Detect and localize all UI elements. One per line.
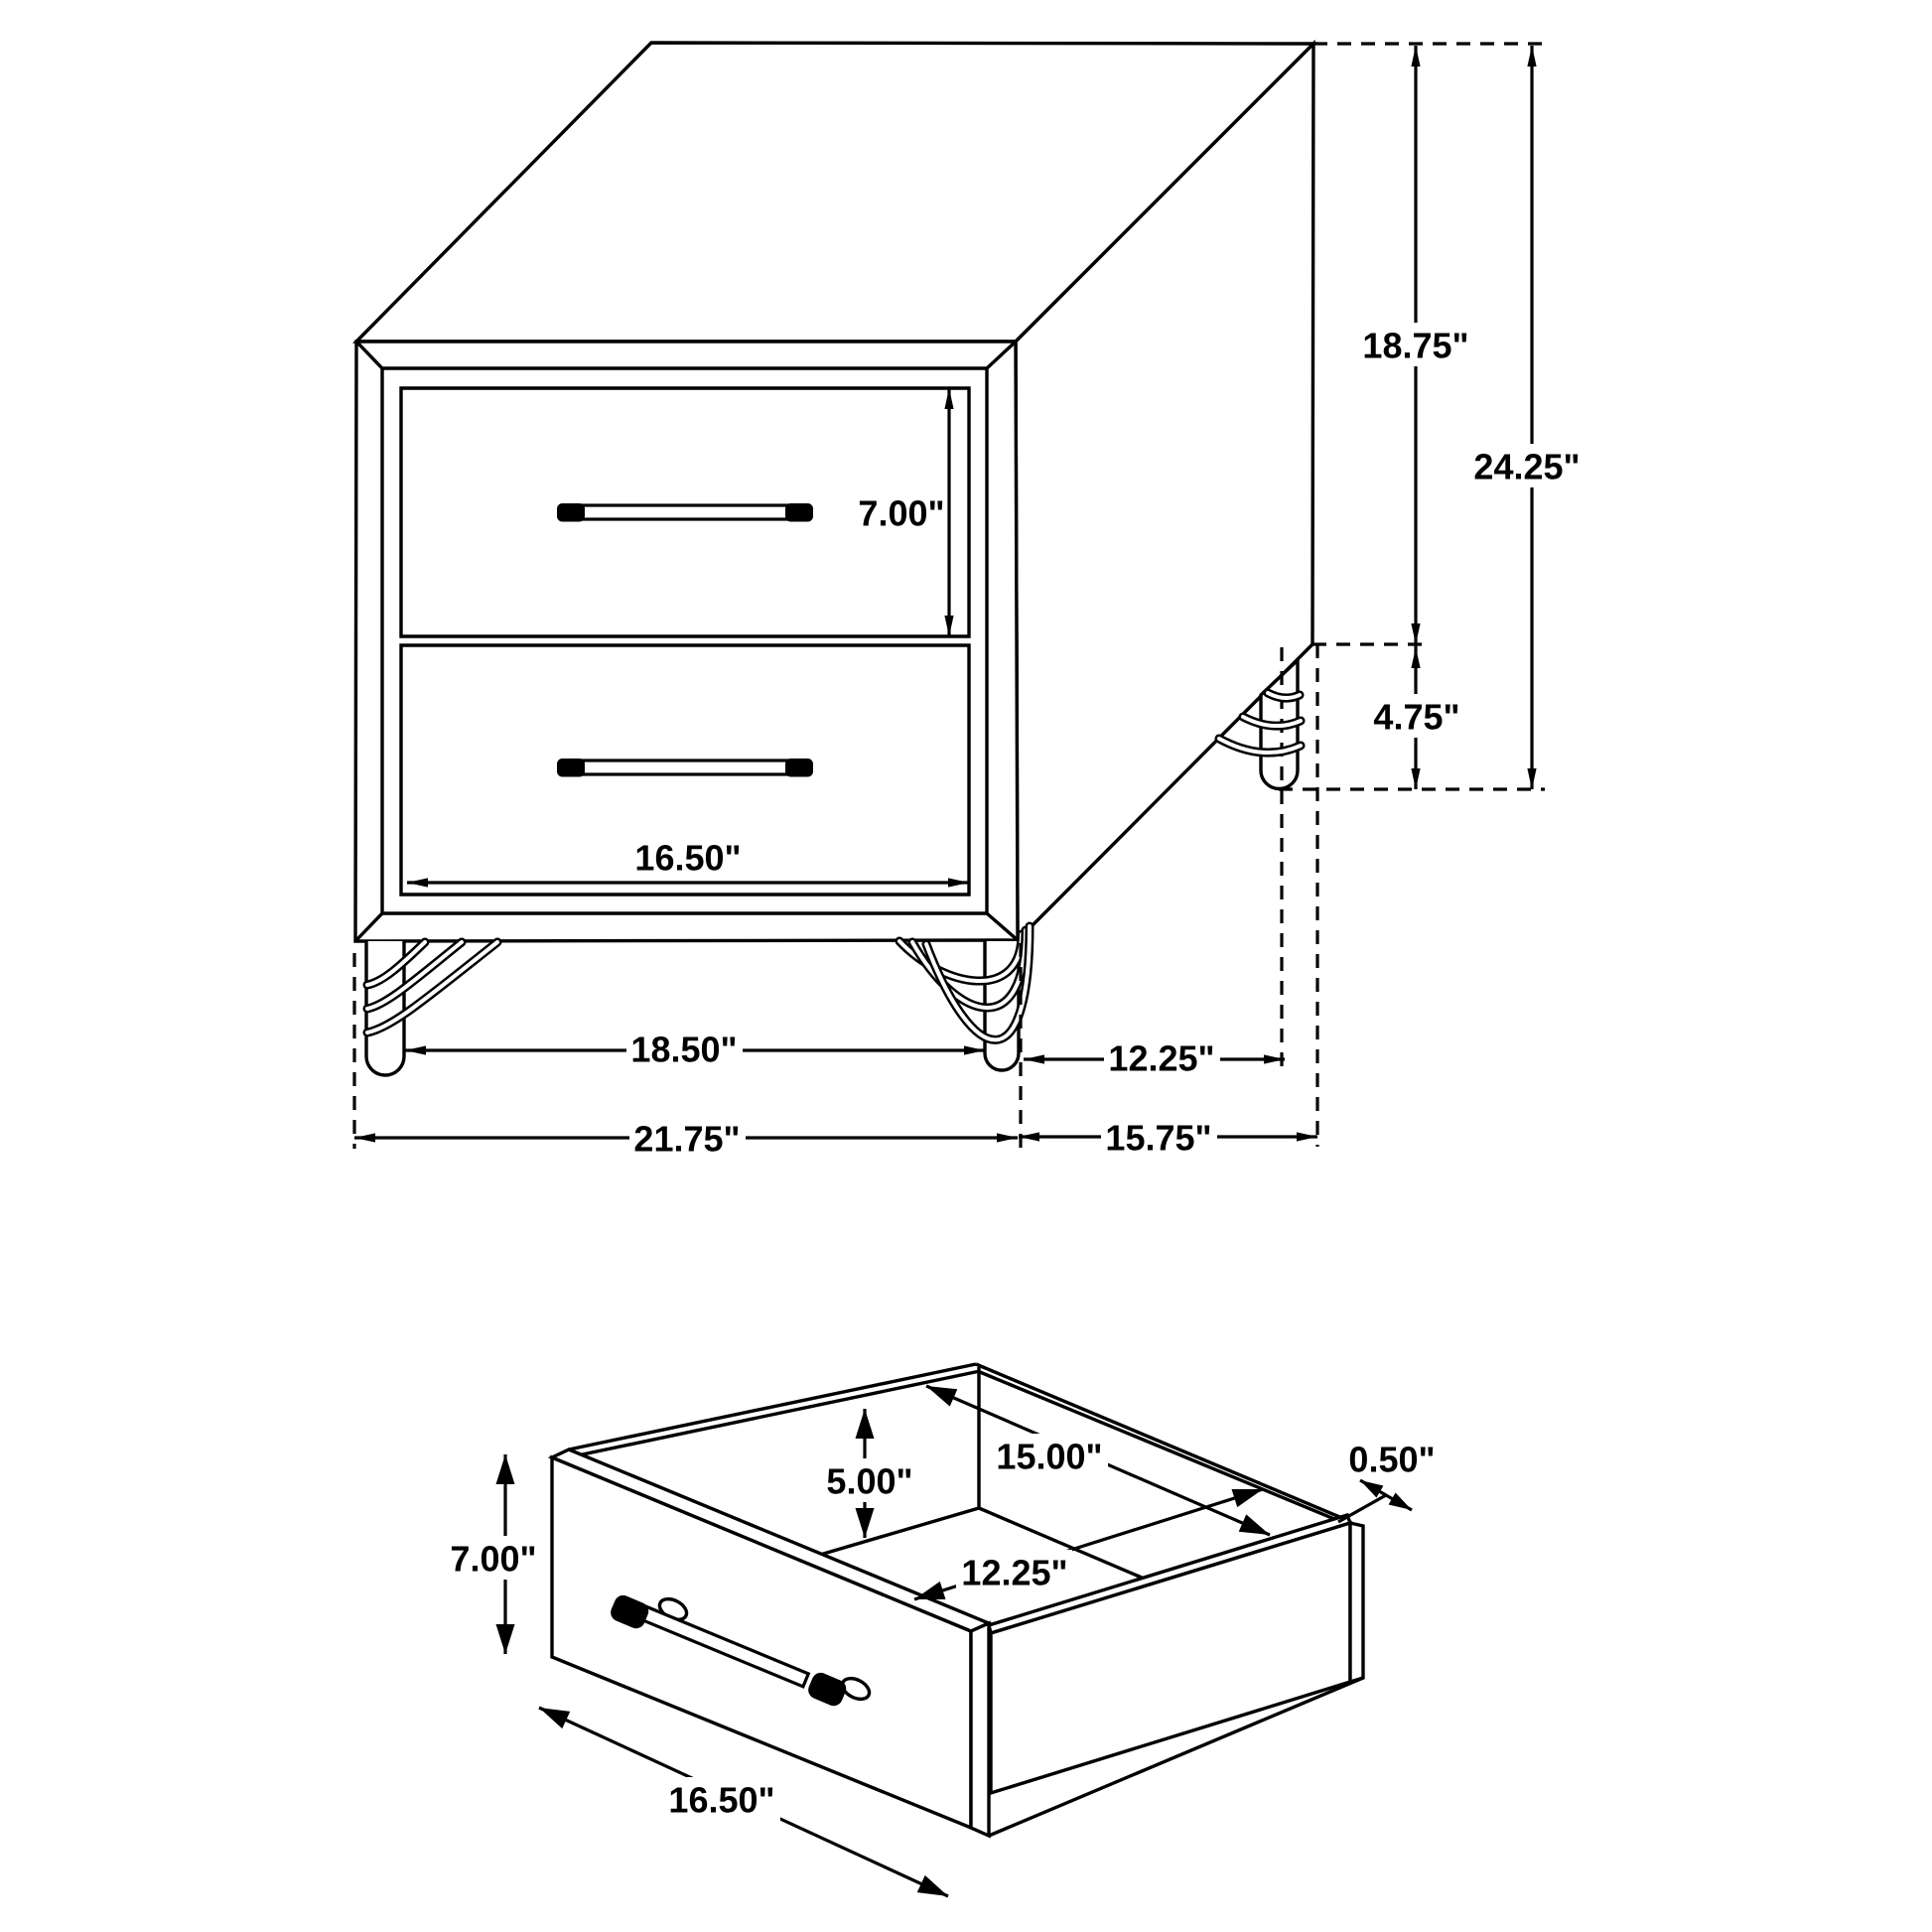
- svg-text:4.75": 4.75": [1373, 697, 1459, 738]
- svg-text:7.00": 7.00": [858, 493, 944, 534]
- svg-text:15.00": 15.00": [996, 1437, 1102, 1477]
- svg-text:7.00": 7.00": [450, 1539, 536, 1580]
- svg-text:18.75": 18.75": [1362, 326, 1468, 366]
- svg-text:24.25": 24.25": [1473, 447, 1580, 487]
- svg-text:21.75": 21.75": [633, 1119, 740, 1160]
- svg-text:12.25": 12.25": [1108, 1038, 1214, 1079]
- svg-text:16.50": 16.50": [668, 1780, 774, 1821]
- svg-text:15.75": 15.75": [1105, 1118, 1211, 1159]
- svg-text:16.50": 16.50": [634, 838, 741, 879]
- svg-text:12.25": 12.25": [961, 1553, 1067, 1593]
- svg-text:0.50": 0.50": [1348, 1440, 1435, 1480]
- svg-text:18.50": 18.50": [630, 1030, 737, 1070]
- svg-text:5.00": 5.00": [826, 1461, 912, 1502]
